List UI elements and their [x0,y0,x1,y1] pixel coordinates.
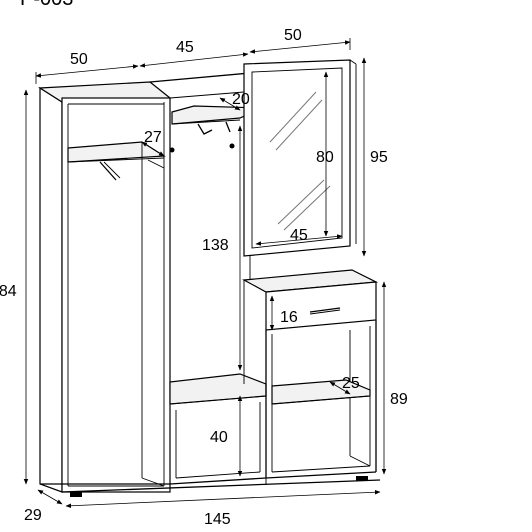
product-code: P-003 [20,0,73,10]
dimension-labels: 50 45 50 184 29 145 95 80 45 20 27 138 1… [0,27,408,528]
label-depth: 29 [24,507,42,524]
label-mirror-height: 95 [370,149,388,166]
label-drawer-height: 16 [280,309,298,326]
label-right-width: 50 [284,27,302,44]
label-mirror-inner-width: 45 [290,227,308,244]
label-middle-width: 45 [176,39,194,56]
mirror-frame [243,59,351,257]
coat-knob [229,143,235,149]
label-lower-shelf-depth: 25 [342,375,360,392]
left-side-panel [39,86,63,493]
bench-shelf [169,373,267,405]
dimension-lines [23,38,387,509]
coat-hook-1 [197,123,213,135]
coat-hook-2 [225,121,231,133]
label-mirror-inner-height: 80 [316,149,334,166]
foot-left [70,492,82,497]
left-front-frame [61,97,171,493]
furniture-outline [38,59,381,497]
label-total-width: 145 [204,511,231,528]
label-left-width: 50 [70,51,88,68]
label-top-shelf-depth: 27 [144,129,162,146]
label-lower-cabinet-height: 89 [390,391,408,408]
hanging-rod [99,161,117,181]
foot-right [356,476,368,481]
label-bottom-compartment-height: 40 [210,429,228,446]
drawer-handle [309,307,341,313]
label-total-height: 184 [0,283,17,300]
label-coat-area-height: 138 [202,237,229,254]
label-hanger-shelf-depth: 20 [232,91,250,108]
